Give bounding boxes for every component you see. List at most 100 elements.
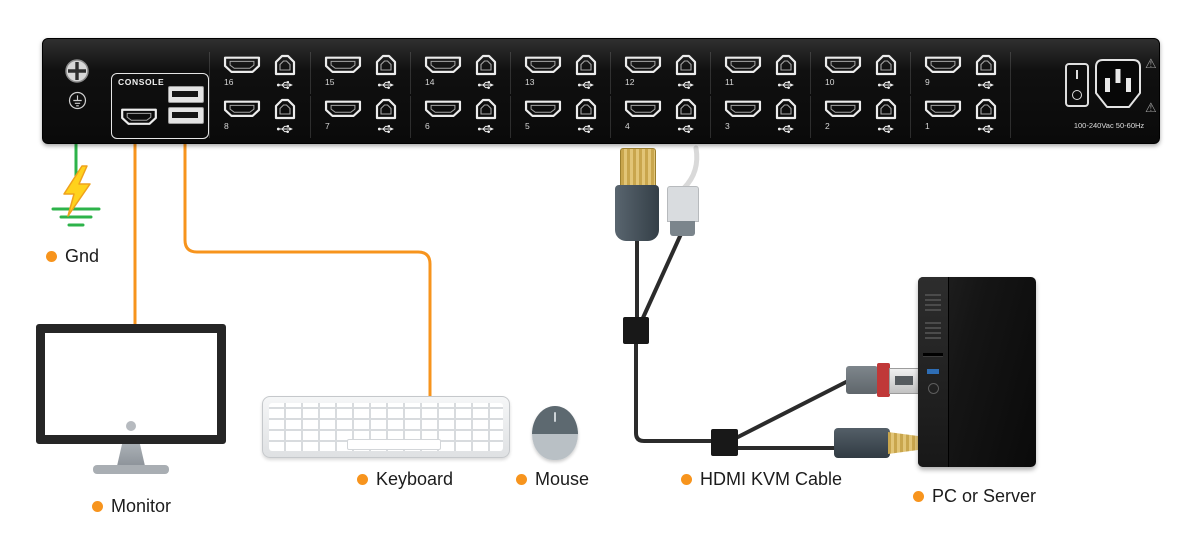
hdmi-port-icon (524, 56, 562, 73)
usb-b-port-icon (274, 54, 296, 76)
port-group-9: 9 (910, 52, 1011, 94)
kvm-cable-usba-branch (735, 378, 851, 440)
port-number: 8 (224, 121, 229, 131)
usb-cable-white (681, 145, 700, 191)
usb-symbol-icon (276, 124, 294, 134)
hdmi-port-icon (724, 100, 762, 117)
hdmi-port-icon (223, 100, 261, 117)
console-label: CONSOLE (118, 77, 165, 87)
ground-symbol-icon (68, 91, 87, 110)
port-grid: 16 15 14 13 12 11 10 9 8 7 6 5 4 3 2 1 (209, 52, 1011, 138)
usb-symbol-icon (977, 80, 995, 90)
usb-symbol-icon (677, 80, 695, 90)
port-number: 4 (625, 121, 630, 131)
usb-b-port-icon (875, 98, 897, 120)
usb-b-port-icon (575, 54, 597, 76)
pc-or-server-label: PC or Server (913, 486, 1036, 507)
port-group-4: 4 (610, 96, 711, 138)
keyboard-illustration (262, 396, 510, 458)
monitor-illustration (36, 324, 226, 444)
hdmi-port-icon (624, 56, 662, 73)
usb-b-port-icon (675, 98, 697, 120)
usb-b-port-icon (475, 98, 497, 120)
hdmi-port-icon (223, 56, 261, 73)
port-group-10: 10 (810, 52, 911, 94)
lightning-bolt-icon (63, 165, 91, 217)
usb-symbol-icon (877, 80, 895, 90)
usb-symbol-icon (477, 124, 495, 134)
port-group-12: 12 (610, 52, 711, 94)
port-number: 1 (925, 121, 930, 131)
port-number: 16 (224, 77, 234, 87)
monitor-label: Monitor (92, 496, 171, 517)
port-group-7: 7 (310, 96, 411, 138)
pc-or-server-label-text: PC or Server (932, 486, 1037, 506)
port-group-5: 5 (510, 96, 611, 138)
usb-b-port-icon (875, 54, 897, 76)
console-usb-port-keyboard (168, 86, 204, 103)
port-group-15: 15 (310, 52, 411, 94)
usb-symbol-icon (777, 80, 795, 90)
warning-icon: ⚠ (1145, 100, 1157, 115)
usb-b-port-icon (775, 54, 797, 76)
usb-b-port-icon (675, 54, 697, 76)
usb-symbol-icon (777, 124, 795, 134)
console-section: CONSOLE (111, 73, 209, 139)
port-number: 5 (525, 121, 530, 131)
hdmi-port-icon (924, 100, 962, 117)
pc-usb-port (927, 369, 939, 374)
usb-b-port-icon (475, 54, 497, 76)
warning-icon: ⚠ (1145, 56, 1157, 71)
usb-b-port-icon (375, 54, 397, 76)
usb-b-port-icon (575, 98, 597, 120)
usb-symbol-icon (877, 124, 895, 134)
hdmi-port-icon (424, 56, 462, 73)
usb-symbol-icon (577, 80, 595, 90)
cable-junction-2 (711, 429, 738, 456)
usb-slot (172, 91, 198, 97)
port-number: 7 (325, 121, 330, 131)
hdmi-port-icon (624, 100, 662, 117)
mouse-illustration (532, 406, 578, 460)
usb-b-port-icon (975, 98, 997, 120)
orange-bullet-icon (357, 474, 368, 485)
port-number: 2 (825, 121, 830, 131)
console-hdmi-port (121, 108, 157, 125)
port-group-13: 13 (510, 52, 611, 94)
monitor-logo-dot (126, 421, 136, 431)
hdmi-connector-tip (888, 432, 918, 454)
usb-symbol-icon (677, 124, 695, 134)
port-number: 15 (325, 77, 335, 87)
power-inlet (1095, 59, 1141, 108)
usb-symbol-icon (477, 80, 495, 90)
keyboard-label-text: Keyboard (376, 469, 454, 489)
kvm-cable-hdmi-connector-tip (620, 148, 656, 188)
usb-a-connector-band (877, 363, 890, 397)
monitor-base (93, 465, 169, 474)
hdmi-connector-body (834, 428, 890, 458)
port-number: 12 (625, 77, 635, 87)
monitor-stand (117, 444, 145, 466)
port-number: 3 (725, 121, 730, 131)
pc-front-panel (918, 277, 949, 467)
kvm-cable-hdmi-connector-body (615, 185, 659, 241)
cable-junction-1 (623, 317, 649, 344)
orange-bullet-icon (46, 251, 57, 262)
usb-a-connector-tip (889, 368, 920, 394)
port-group-1: 1 (910, 96, 1011, 138)
port-group-14: 14 (410, 52, 511, 94)
kvm-cable-usb-lead (640, 233, 683, 321)
power-section: ⚠ ⚠ 100-240Vac 50-60Hz (1061, 49, 1157, 139)
usb-b-port-icon (375, 98, 397, 120)
pc-vent-grill (925, 291, 941, 311)
hdmi-kvm-cable-label-text: HDMI KVM Cable (700, 469, 843, 489)
hdmi-port-icon (524, 100, 562, 117)
usb-symbol-icon (276, 80, 294, 90)
port-number: 9 (925, 77, 930, 87)
console-usb-port-mouse (168, 107, 204, 124)
power-switch (1065, 63, 1089, 107)
pc-tower-illustration (918, 277, 1036, 467)
usb-a-connector-body (846, 366, 878, 394)
port-group-3: 3 (710, 96, 811, 138)
